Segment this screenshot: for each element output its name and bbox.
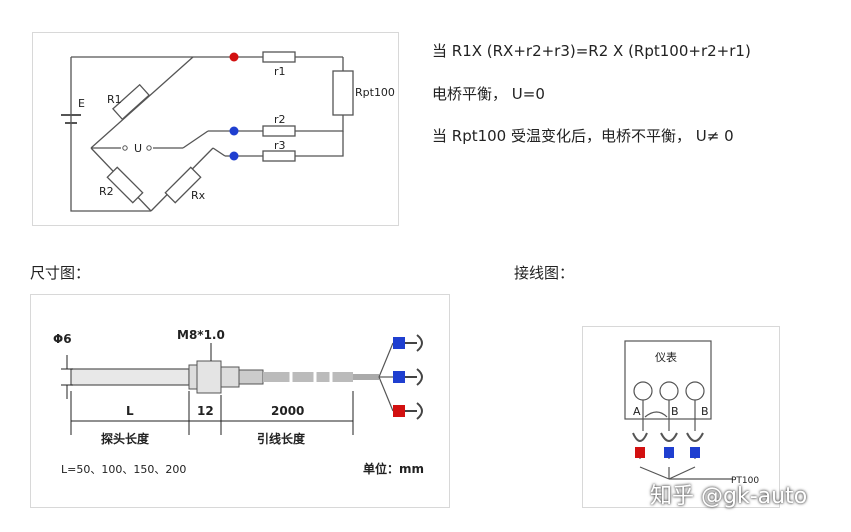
rx-label: Rx [191,189,206,202]
lead-blue-1 [393,337,405,349]
instrument-box [624,340,712,420]
r3-label: r3 [274,139,286,152]
wiring-svg: 仪表 A B B PT100 [624,340,759,486]
equation-line-2: 电桥平衡， U=0 [432,85,545,103]
lead-red [393,405,405,417]
blue-terminal-2 [229,151,239,161]
wire-blue-1 [664,447,674,458]
r1-bridge-label: R1 [107,93,122,106]
lengths-label: L=50、100、150、200 [61,463,186,476]
lead-blue-2 [393,371,405,383]
bridge-circuit-svg: E R1 R2 Rx U r1 r2 r3 Rpt100 [61,51,395,212]
pt100-label: PT100 [731,476,759,486]
phi6-label: Φ6 [53,332,72,346]
dimension-drawing: Φ6 M8*1.0 L 12 2000 探头长度 引线长度 L=50、100、1… [30,294,450,508]
r1-resistor [262,51,296,63]
lead-length-label: 引线长度 [257,431,306,446]
lead-length-value: 2000 [271,404,304,418]
watermark: 知乎 @gk-auto [650,484,808,509]
equation-line-3: 当 Rpt100 受温变化后，电桥不平衡， U≠ 0 [432,127,734,145]
wiring-heading: 接线图： [514,264,575,282]
rpt100-resistor [332,70,354,116]
terminal-b1-label: B [671,405,679,418]
r2-bridge-resistor [106,166,144,204]
r2-label: r2 [274,113,286,126]
thread-label: M8*1.0 [177,328,225,342]
r2-bridge-label: R2 [99,185,114,198]
dimension-heading: 尺寸图： [30,264,91,282]
probe-tube [70,368,190,386]
probe-length-label: 探头长度 [101,431,150,446]
wiring-diagram: 仪表 A B B PT100 [582,326,780,508]
unit-label: 单位：mm [363,461,424,476]
r1-bridge-resistor [112,83,150,121]
equation-line-1: 当 R1X (RX+r2+r3)=R2 X (Rpt100+r2+r1) [432,42,751,60]
blue-terminal-1 [229,126,239,136]
terminal-a-label: A [633,405,641,418]
r2-resistor [262,125,296,137]
instrument-label: 仪表 [655,350,677,364]
terminal-b2-label: B [701,405,709,418]
r3-resistor [262,150,296,162]
wire-blue-2 [690,447,700,458]
r1-label: r1 [274,65,286,78]
red-terminal [229,52,239,62]
wire-red [635,447,645,458]
rx-bridge-resistor [164,166,202,204]
sensor-dimension-svg: Φ6 M8*1.0 L 12 2000 探头长度 引线长度 L=50、100、1… [53,328,424,476]
u-label: U [134,142,142,155]
rpt100-label: Rpt100 [355,86,395,99]
e-label: E [78,97,85,110]
twelve-label: 12 [197,404,214,418]
circuit-diagram: E R1 R2 Rx U r1 r2 r3 Rpt100 [32,32,399,226]
l-label: L [126,404,134,418]
